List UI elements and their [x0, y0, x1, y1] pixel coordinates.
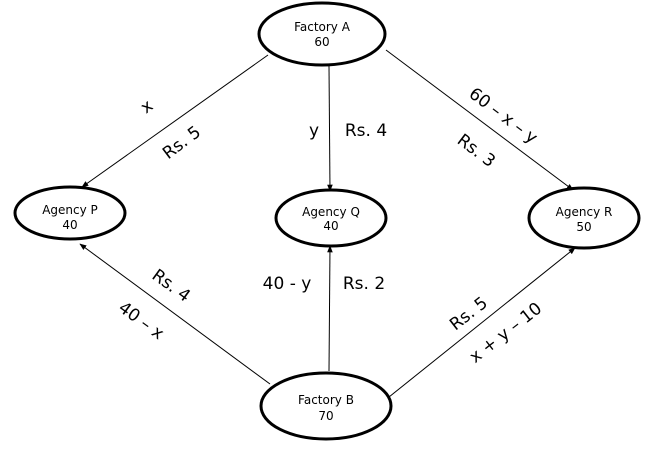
edge-a-p-quantity: x [137, 96, 157, 118]
node-factory-b: Factory B 70 [259, 371, 393, 441]
edge-b-p-cost: Rs. 4 [148, 265, 194, 306]
edge-b-q-cost: Rs. 2 [343, 274, 385, 294]
node-factory-b-name: Factory B [298, 393, 354, 407]
node-agency-p-name: Agency P [42, 203, 98, 217]
edge-a-q-quantity: y [309, 121, 319, 141]
node-agency-p: Agency P 40 [13, 185, 127, 241]
node-agency-r-name: Agency R [556, 205, 613, 219]
edge-a-p [81, 54, 269, 188]
node-agency-r-value: 50 [576, 220, 591, 234]
edge-a-r [385, 49, 574, 191]
node-factory-a-value: 60 [314, 35, 329, 49]
node-agency-q-value: 40 [323, 219, 338, 233]
edge-a-p-cost: Rs. 5 [159, 122, 205, 163]
edge-a-q-cost: Rs. 4 [345, 121, 387, 141]
node-agency-r: Agency R 50 [527, 186, 641, 250]
edge-b-p [79, 243, 271, 385]
node-agency-q-name: Agency Q [302, 205, 360, 219]
edge-b-r [388, 247, 576, 398]
node-factory-a: Factory A 60 [257, 1, 387, 67]
edge-a-r-cost: Rs. 3 [453, 130, 499, 171]
node-agency-q: Agency Q 40 [274, 188, 388, 248]
node-factory-b-value: 70 [318, 409, 333, 423]
node-factory-a-name: Factory A [294, 20, 351, 34]
edge-a-q [327, 65, 333, 192]
edge-b-r-cost: Rs. 5 [446, 293, 492, 335]
node-agency-p-value: 40 [62, 218, 77, 232]
edge-b-q-quantity: 40 - y [263, 274, 312, 294]
edge-b-q [327, 245, 333, 372]
edge-b-p-quantity: 40 – x [114, 298, 167, 344]
